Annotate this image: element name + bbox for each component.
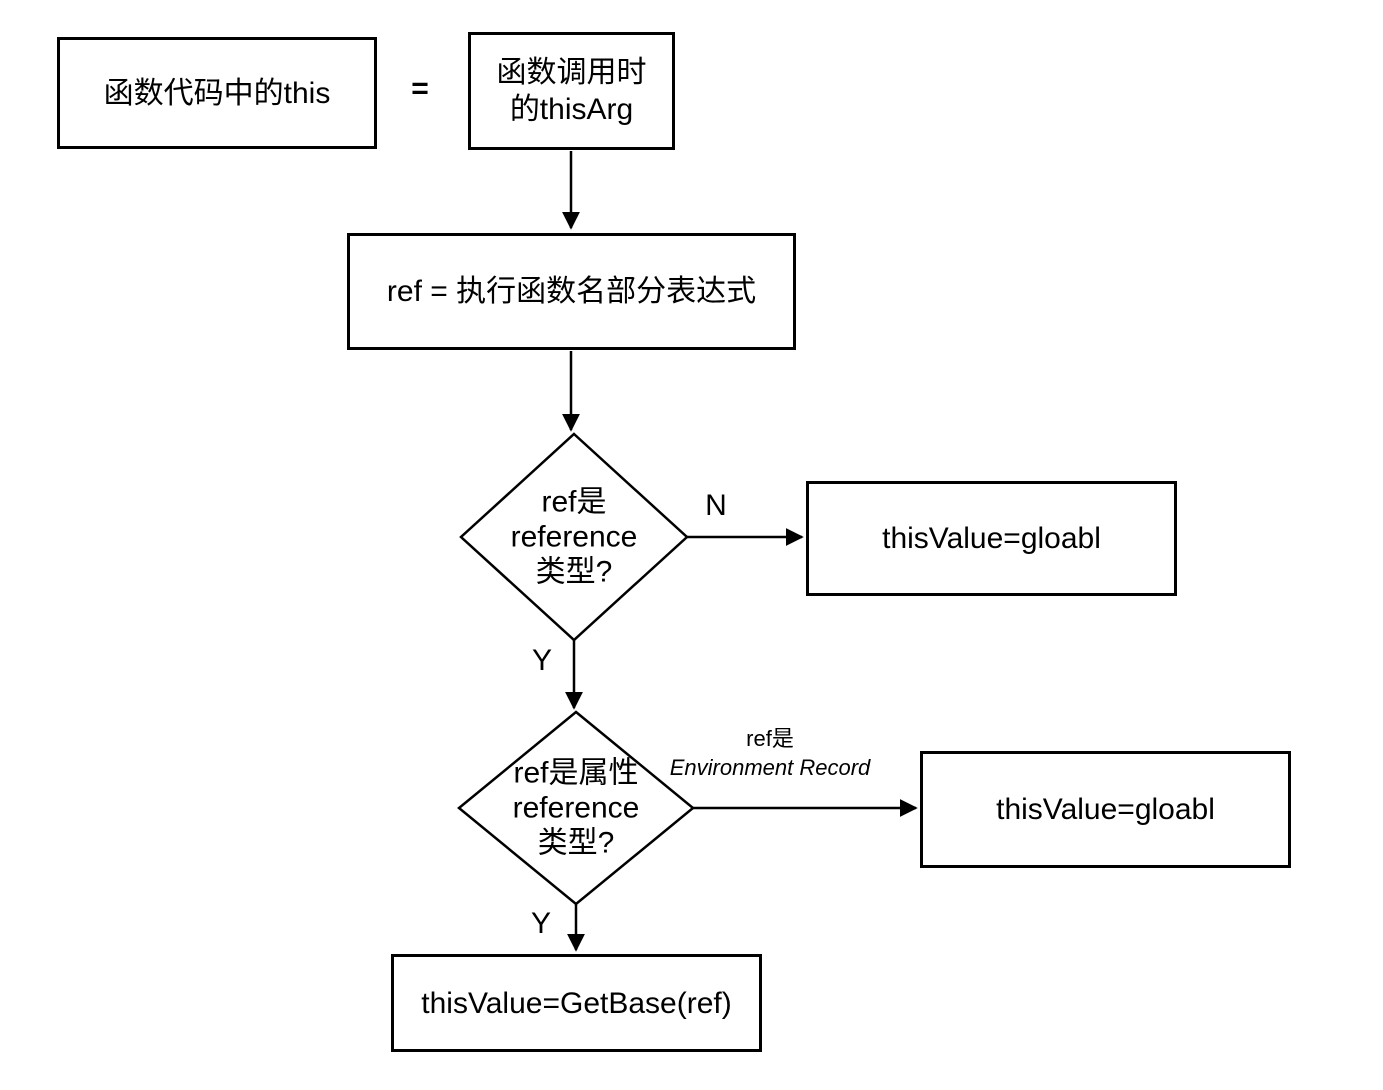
env-record-line1: ref是	[746, 726, 794, 751]
equals-sign: =	[411, 72, 429, 105]
node-this-in-function-code: 函数代码中的this	[57, 37, 377, 149]
node-this-in-function-code-label: 函数代码中的this	[103, 76, 331, 110]
node-thisvalue-getbase-label: thisValue=GetBase(ref)	[421, 986, 732, 1020]
diamond2-line3: 类型?	[537, 826, 615, 860]
diamond-is-property-reference-text: ref是属性 reference 类型?	[513, 756, 640, 861]
diamond1-line1: ref是	[541, 485, 607, 519]
env-record-line2: Environment Record	[669, 755, 871, 780]
node-ref-expression: ref = 执行函数名部分表达式	[347, 233, 796, 350]
node-thisvalue-getbase: thisValue=GetBase(ref)	[391, 954, 762, 1052]
node-thisvalue-global-1: thisValue=gloabl	[806, 481, 1177, 596]
node-thisvalue-global-1-label: thisValue=gloabl	[882, 522, 1101, 555]
node-ref-expression-label: ref = 执行函数名部分表达式	[386, 275, 757, 308]
diamond2-line2: reference	[512, 791, 640, 825]
node-thisarg-line1: 函数调用时	[496, 56, 647, 89]
node-thisarg-line2: 的thisArg	[509, 93, 634, 126]
node-thisvalue-global-2-label: thisValue=gloabl	[996, 793, 1215, 826]
edge-label-no: N	[705, 489, 727, 522]
node-thisarg-at-call: 函数调用时 的thisArg	[468, 32, 675, 150]
node-thisvalue-global-2: thisValue=gloabl	[920, 751, 1291, 868]
edge-label-environment-record: ref是 Environment Record	[670, 724, 871, 782]
edge-label-yes-1: Y	[531, 644, 553, 677]
diamond1-line2: reference	[510, 520, 638, 554]
diamond-is-reference-text: ref是 reference 类型?	[511, 485, 638, 590]
edge-label-yes-2: Y	[530, 907, 552, 940]
diamond1-line3: 类型?	[535, 555, 613, 589]
diamond2-line1: ref是属性	[513, 756, 639, 790]
